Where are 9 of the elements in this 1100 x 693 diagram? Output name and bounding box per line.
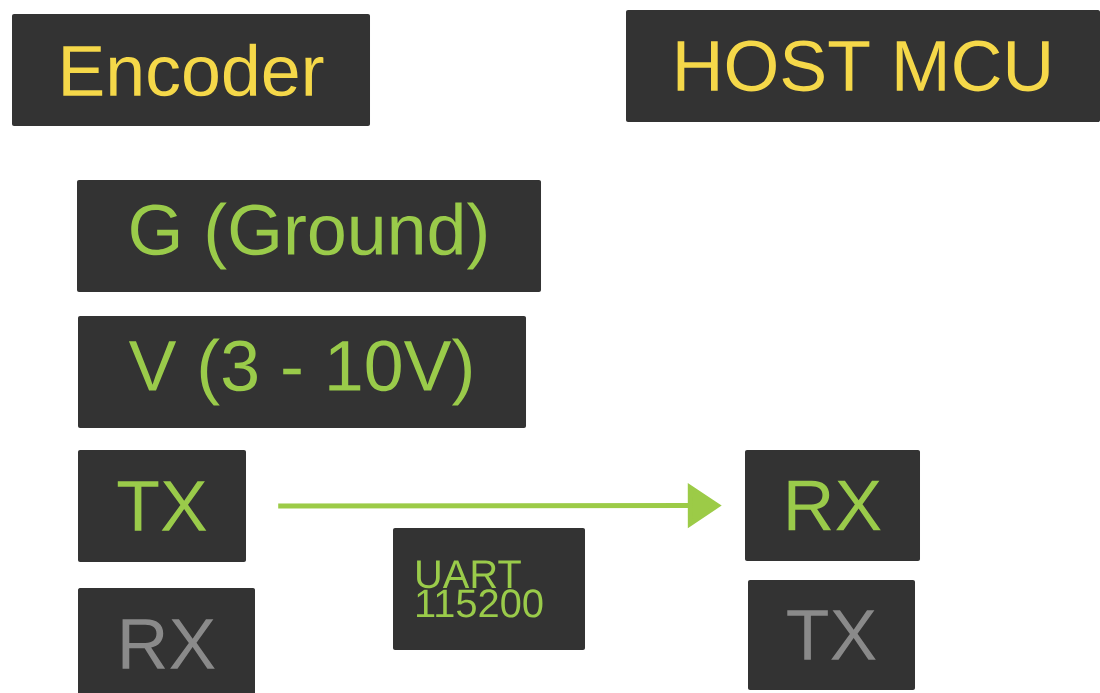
protocol-box: UART 115200 <box>393 528 585 650</box>
pin-box: TX <box>78 450 246 562</box>
title-box: HOST MCU <box>626 10 1100 122</box>
pin-box: RX <box>78 588 255 693</box>
title-box: Encoder <box>12 14 370 126</box>
pin-box: G (Ground) <box>77 180 541 292</box>
pin-box: RX <box>745 450 920 561</box>
pin-box: TX <box>748 580 915 690</box>
pin-box: V (3 - 10V) <box>78 316 526 428</box>
